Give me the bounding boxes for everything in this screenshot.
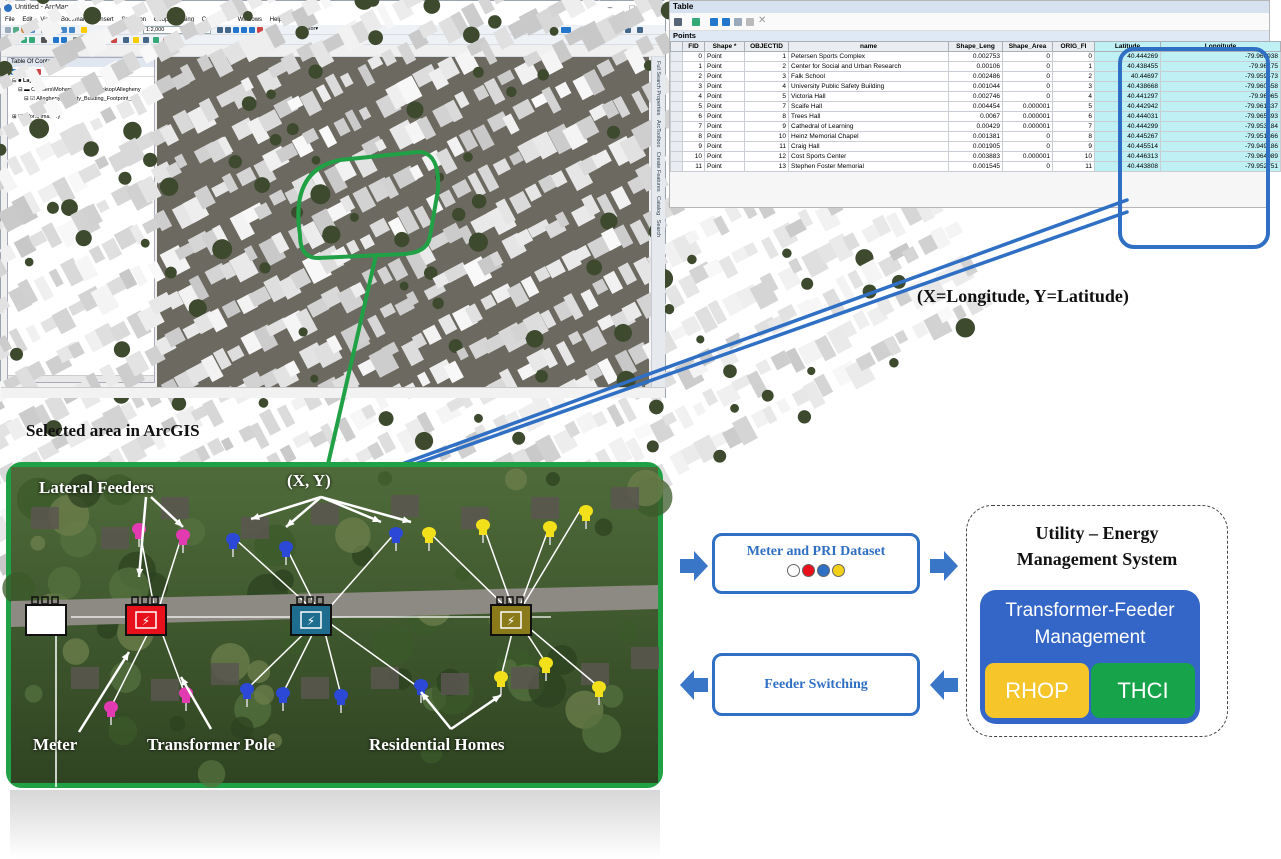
- push-pin-icon: [389, 527, 403, 551]
- panel-reflection: [10, 790, 660, 859]
- blue-connector-lower: [410, 210, 1129, 467]
- push-pin-icon: [476, 519, 490, 543]
- dataset-dot: [802, 564, 815, 577]
- svg-text:⚡: ⚡: [42, 614, 50, 628]
- arcmap-logo-icon: [4, 4, 12, 12]
- meter-dataset-label: Meter and PRI Dataset: [746, 544, 886, 559]
- green-connector: [326, 253, 378, 466]
- dock-tab-catalog[interactable]: Catalog: [655, 196, 661, 216]
- switch-selection-icon[interactable]: [722, 18, 730, 26]
- meter-label: Meter: [33, 735, 78, 754]
- toc-world-imagery[interactable]: ⊞ ☑ World Imagery: [12, 114, 61, 120]
- menu-help[interactable]: Help: [269, 17, 283, 23]
- push-pin-icon: [226, 533, 240, 557]
- clear-selection-icon[interactable]: [734, 18, 742, 26]
- blue-connector-upper: [386, 198, 1129, 471]
- lat-lon-highlight: [1118, 47, 1270, 249]
- menu-insert[interactable]: Insert: [98, 17, 114, 23]
- arrow-left-icon: [680, 670, 708, 700]
- menu-file[interactable]: File: [5, 17, 15, 23]
- push-pin-icon: [176, 529, 190, 553]
- transformer-icon: ⚡: [290, 596, 332, 636]
- editor-menu[interactable]: Editor▾: [301, 26, 319, 32]
- arrow-right-icon: [930, 551, 958, 581]
- push-pin-icon: [422, 527, 436, 551]
- table-window-title: Table: [670, 1, 1269, 13]
- meter-dataset-box: Meter and PRI Dataset: [712, 533, 920, 594]
- table-toolbar: ✕: [670, 13, 1269, 31]
- arrow-right-icon: [680, 551, 708, 581]
- dock-tab-search[interactable]: Search: [655, 219, 661, 238]
- arcmap-title: Untitled - ArcMap: [15, 4, 69, 11]
- dock-tab-create-features[interactable]: Create Features: [655, 151, 661, 192]
- delete-selected-icon[interactable]: ✕: [758, 15, 767, 26]
- transformer-pole-label: Transformer Pole: [147, 735, 276, 754]
- dataset-dot: [787, 564, 800, 577]
- residential-homes-label: Residential Homes: [369, 735, 505, 754]
- feeder-switching-box: Feeder Switching: [712, 653, 920, 716]
- push-pin-icon: [494, 671, 508, 695]
- rhop-box: RHOP: [985, 663, 1089, 718]
- transformer-icon: ⚡: [490, 596, 532, 636]
- aerial-diagram: ⚡ ⚡ ⚡ ⚡ Lateral Feeders (X, Y) Meter Transf…: [2, 462, 673, 788]
- toc-scrollbar[interactable]: [8, 375, 154, 382]
- toc-title: Table Of Contents: [8, 58, 154, 67]
- push-pin-icon: [240, 683, 254, 707]
- dataset-dot: [832, 564, 845, 577]
- menu-bookmarks[interactable]: Bookmarks: [60, 17, 91, 23]
- push-pin-icon: [279, 541, 293, 565]
- svg-text:⚡: ⚡: [142, 614, 150, 628]
- push-pin-icon: [543, 521, 557, 545]
- points-table-tab[interactable]: Points: [670, 31, 1269, 41]
- table-options-icon[interactable]: [674, 18, 682, 26]
- push-pin-icon: [104, 701, 118, 725]
- select-by-attributes-icon[interactable]: [710, 18, 718, 26]
- tfm-label: Transformer-Feeder Management: [1005, 600, 1175, 648]
- maximize-button[interactable]: □: [629, 3, 635, 12]
- transformer-icon: ⚡: [125, 596, 167, 636]
- dataset-dot: [817, 564, 830, 577]
- push-pin-icon: [592, 681, 606, 705]
- status-bar: [1, 387, 665, 398]
- dock-tabs: Full Search Properties ArcToolbox Create…: [651, 57, 665, 387]
- arrow-left-icon: [930, 670, 958, 700]
- xy-label: (X, Y): [287, 471, 331, 490]
- selected-area-outline: [296, 149, 441, 261]
- ems-container: [966, 505, 1228, 737]
- transformer-icon: ⚡: [25, 596, 67, 636]
- selected-area-label: Selected area in ArcGIS: [26, 421, 200, 440]
- ems-title: Utility – Energy Management System: [1016, 523, 1178, 569]
- lateral-feeders-label: Lateral Feeders: [39, 478, 154, 497]
- zoom-to-selected-icon[interactable]: [746, 18, 754, 26]
- push-pin-icon: [334, 689, 348, 713]
- dock-tab-search-properties[interactable]: Full Search Properties: [655, 61, 661, 116]
- dataset-color-dots: [715, 564, 917, 577]
- dock-tab-arctoolbox[interactable]: ArcToolbox: [655, 120, 661, 148]
- push-pin-icon: [579, 505, 593, 529]
- menu-edit[interactable]: Edit: [22, 17, 33, 23]
- related-tables-icon[interactable]: [692, 18, 700, 26]
- table-cell: -79.952751: [1160, 161, 1281, 172]
- push-pin-icon: [539, 657, 553, 681]
- svg-text:⚡: ⚡: [307, 614, 315, 628]
- minimize-button[interactable]: –: [607, 3, 613, 12]
- aerial-scene: ⚡ ⚡ ⚡ ⚡: [2, 467, 673, 788]
- thci-box: THCI: [1091, 663, 1195, 718]
- xy-note: (X=Longitude, Y=Latitude): [917, 286, 1129, 306]
- push-pin-icon: [276, 687, 290, 711]
- svg-text:⚡: ⚡: [507, 614, 515, 628]
- toc-building-footprint[interactable]: ⊟ ☑ Allegheny_County_Building_Footprint_…: [24, 96, 141, 102]
